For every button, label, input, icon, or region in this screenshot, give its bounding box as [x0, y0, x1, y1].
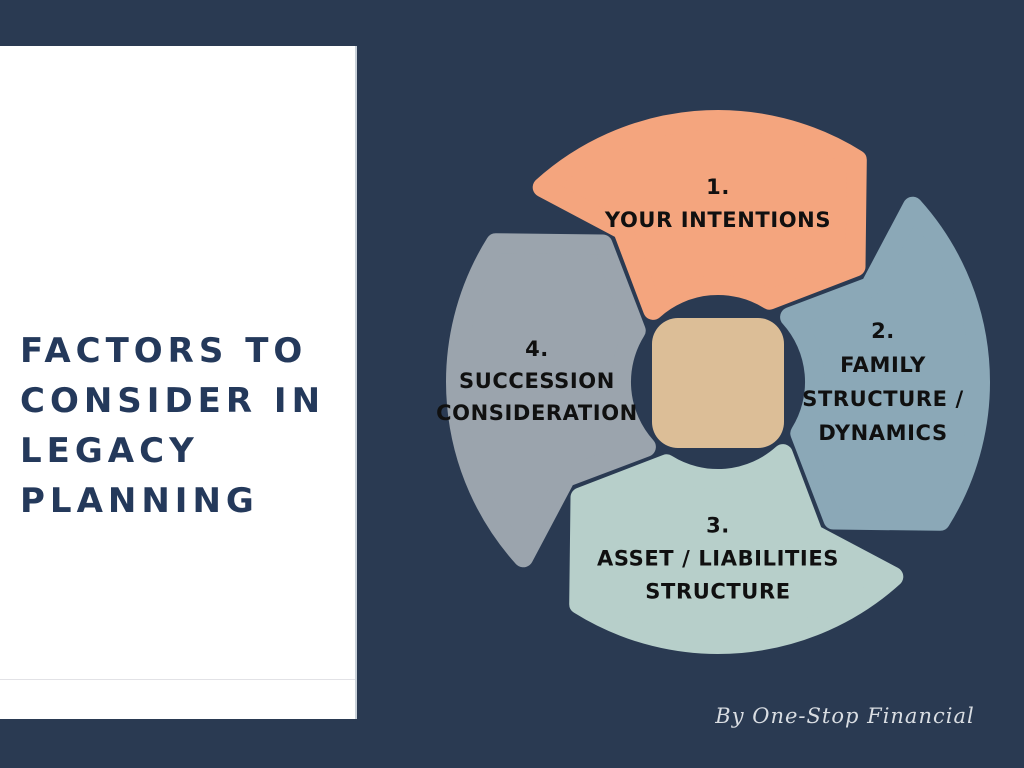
- page-title: FACTORS TO CONSIDER IN LEGACY PLANNING: [20, 326, 350, 526]
- segment-4-line: SUCCESSION: [459, 369, 615, 393]
- segment-1-line: YOUR INTENTIONS: [604, 208, 832, 232]
- segment-3-line: STRUCTURE: [645, 579, 791, 604]
- center-square: [652, 318, 784, 448]
- title-line: PLANNING: [20, 481, 259, 521]
- segment-3-line: ASSET / LIABILITIES: [597, 546, 839, 571]
- segment-2-label: 2. FAMILY STRUCTURE / DYNAMICS: [802, 314, 964, 450]
- title-line: FACTORS TO: [20, 331, 308, 371]
- title-panel: FACTORS TO CONSIDER IN LEGACY PLANNING: [0, 46, 357, 719]
- segment-2-line: FAMILY: [840, 353, 926, 377]
- segment-2-number: 2.: [871, 319, 895, 343]
- segment-4-number: 4.: [525, 337, 549, 361]
- segment-2-arrow-shape: [780, 196, 990, 531]
- segment-4-label: 4. SUCCESSION CONSIDERATION: [436, 333, 638, 429]
- segment-3-label: 3. ASSET / LIABILITIES STRUCTURE: [597, 510, 839, 609]
- panel-divider-line: [0, 679, 355, 680]
- segment-3-arrow-shape: [569, 444, 904, 654]
- segment-1-number: 1.: [706, 175, 730, 199]
- segment-2-line: DYNAMICS: [818, 421, 948, 445]
- segment-1-label: 1. YOUR INTENTIONS: [605, 171, 831, 237]
- segment-4-line: CONSIDERATION: [436, 401, 638, 425]
- segment-3-number: 3.: [706, 513, 730, 538]
- cycle-segments: [446, 110, 990, 654]
- credit-text: By One-Stop Financial: [715, 704, 975, 728]
- title-line: CONSIDER IN: [20, 381, 326, 421]
- segment-1-arrow-shape: [532, 110, 867, 320]
- segment-4-arrow-shape: [446, 233, 656, 568]
- title-line: LEGACY: [20, 431, 199, 471]
- segment-2-line: STRUCTURE /: [802, 387, 964, 411]
